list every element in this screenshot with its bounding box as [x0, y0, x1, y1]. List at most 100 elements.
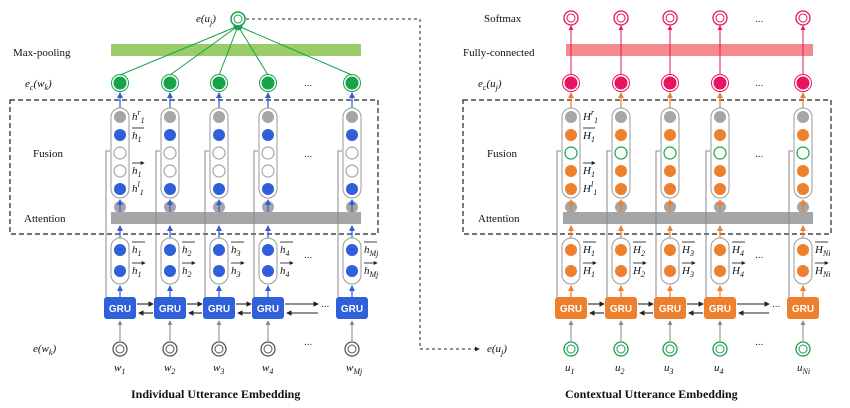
right-input-word-label: u1 [565, 362, 575, 376]
left-fusion-dot-empty [261, 164, 275, 178]
left-fusion-dot-gray [164, 111, 176, 123]
right-ellipsis-1: ... [755, 14, 763, 25]
right-softmax-node-inner [715, 13, 725, 23]
left-input-word-label: wMj [346, 362, 363, 376]
right-skip-line [606, 150, 611, 300]
left-hidden-label-backward: hMj [364, 244, 379, 258]
left-output-node [344, 75, 360, 91]
left-hidden-dot-backward [346, 244, 358, 256]
right-fusion-dot-color [797, 129, 809, 141]
left-gru-label: GRU [257, 304, 279, 315]
left-hidden-label-forward: h2 [182, 265, 192, 279]
right-softmax-label: Softmax [484, 13, 522, 25]
left-hidden-label-forward: h4 [280, 265, 290, 279]
right-ellipsis-6: ... [755, 337, 763, 348]
left-fusion-tag-2: h1 [132, 130, 142, 144]
left-input-word-label: w2 [164, 362, 175, 376]
left-gru-label: GRU [208, 304, 230, 315]
left-output-node [260, 75, 276, 91]
right-fusion-dot-gray [797, 111, 809, 123]
right-gru-box [654, 297, 686, 319]
right-hidden-dot-forward [565, 265, 577, 277]
left-gru-label: GRU [341, 304, 363, 315]
left-fusion-dot-empty [113, 164, 127, 178]
left-top-node-inner [233, 14, 243, 24]
right-hidden-label-forward: H1 [582, 265, 595, 279]
right-fusion-dot-color [714, 165, 726, 177]
right-fusion-dot-color [565, 183, 577, 195]
left-input-node-inner [263, 344, 273, 354]
right-input-node-inner [715, 344, 725, 354]
cross-panel-arrow [246, 18, 480, 352]
right-output-label: ec(uj) [478, 78, 502, 92]
right-softmax-node-inner [616, 13, 626, 23]
left-gru-box [336, 297, 368, 319]
left-hidden-label-forward: hMj [364, 265, 379, 279]
right-softmax-node-inner [566, 13, 576, 23]
right-fusion-dot-empty [614, 146, 628, 160]
left-hidden-dot-forward [346, 265, 358, 277]
left-ellipsis-1: ... [304, 78, 312, 89]
right-hidden-dot-forward [797, 265, 809, 277]
left-caption: Individual Utterance Embedding [131, 387, 300, 401]
left-hidden-dot-forward [213, 265, 225, 277]
left-attention-label: Attention [24, 213, 66, 225]
left-fusion-dot-color [346, 129, 358, 141]
left-fusion-dot-color [164, 129, 176, 141]
left-ellipsis-5: ... [304, 337, 312, 348]
left-skip-line [105, 150, 110, 300]
right-attention-label: Attention [478, 213, 520, 225]
right-hidden-label-backward: H4 [731, 244, 744, 258]
left-gru-box [252, 297, 284, 319]
right-hidden-dot-backward [565, 244, 577, 256]
right-hidden-label-backward: H1 [582, 244, 595, 258]
right-input-label: e(uj) [487, 343, 507, 357]
right-skip-line [705, 150, 710, 300]
left-ellipsis-4: ... [321, 299, 329, 310]
right-fusion-dot-color [615, 165, 627, 177]
right-fusion-dot-gray [615, 111, 627, 123]
left-hidden-label-forward: h1 [132, 265, 142, 279]
left-output-to-top-arrow [237, 25, 269, 76]
right-output-node [563, 75, 579, 91]
right-hidden-label-forward: HNi [814, 265, 831, 279]
right-fusion-dot-color [714, 183, 726, 195]
right-fc-bar [566, 44, 813, 56]
right-caption: Contextual Utterance Embedding [565, 387, 738, 401]
left-gru-box [203, 297, 235, 319]
right-fusion-dot-empty [564, 146, 578, 160]
right-output-node [662, 75, 678, 91]
right-fusion-dot-empty [713, 146, 727, 160]
left-hidden-dot-backward [213, 244, 225, 256]
right-columns: GRUu1H1H1GRUu2H2H2GRUu3H3H3GRUu4H4H4GRUu… [555, 10, 831, 376]
right-input-word-label: u2 [615, 362, 625, 376]
left-hidden-label-backward: h3 [231, 244, 241, 258]
right-fusion-dot-gray [565, 111, 577, 123]
right-fusion-tag-1: Hr1 [582, 108, 598, 125]
right-fusion-dot-color [615, 183, 627, 195]
left-fusion-tag-1: hr1 [132, 108, 145, 125]
left-output-node [112, 75, 128, 91]
right-fusion-dot-color [797, 183, 809, 195]
right-fusion-dot-color [664, 183, 676, 195]
right-fusion-tag-2: H1 [582, 130, 595, 144]
left-hidden-dot-backward [164, 244, 176, 256]
left-hidden-label-backward: h1 [132, 244, 142, 258]
right-fusion-dot-empty [663, 146, 677, 160]
left-fusion-dot-empty [345, 146, 359, 160]
left-fusion-dot-empty [212, 164, 226, 178]
left-fusion-dot-color [114, 183, 126, 195]
left-input-node-inner [347, 344, 357, 354]
left-hidden-dot-backward [262, 244, 274, 256]
right-fusion-dot-color [664, 129, 676, 141]
right-gru-label: GRU [610, 304, 632, 315]
right-gru-label: GRU [709, 304, 731, 315]
right-fusion-dot-color [797, 165, 809, 177]
